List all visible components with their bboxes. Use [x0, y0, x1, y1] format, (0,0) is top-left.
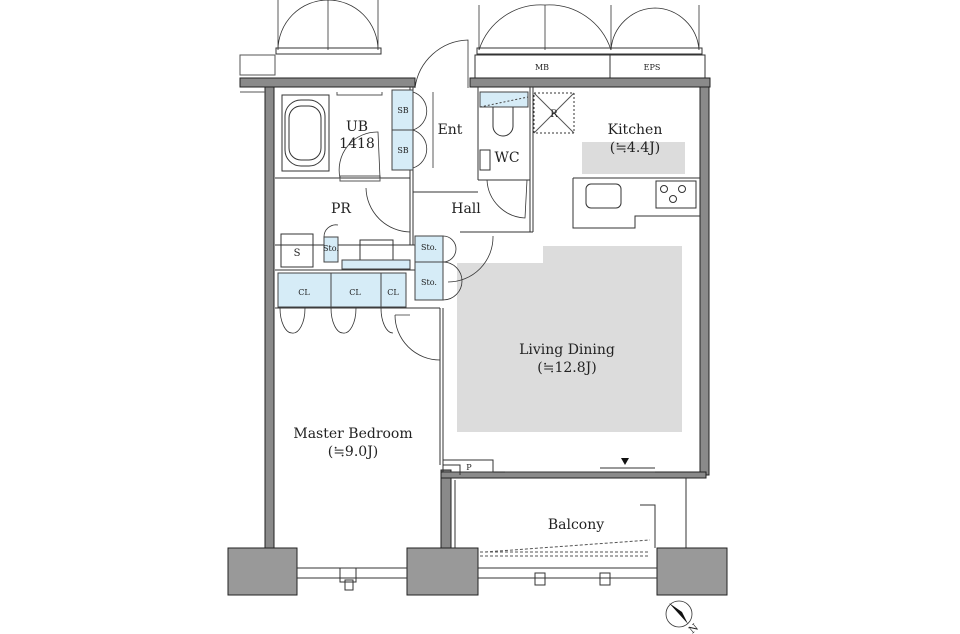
column [656, 547, 728, 596]
top-bay-windows [239, 0, 703, 76]
sb-label: SB [397, 146, 408, 155]
wc: WC [479, 91, 529, 219]
unit-bath: UB 1418 [281, 94, 381, 179]
pipe-space [442, 459, 494, 473]
living-label: Living Dining [519, 342, 615, 358]
north-label: N [687, 622, 701, 634]
column [227, 547, 298, 596]
living-size: (≒12.8J) [537, 360, 596, 376]
mb-label: MB [535, 63, 549, 72]
pr-door [365, 187, 411, 233]
balcony: Balcony [454, 478, 687, 557]
balcony-label: Balcony [548, 517, 604, 533]
burner-icon [660, 185, 668, 193]
cl-label: CL [298, 288, 310, 297]
cl-label: CL [349, 288, 361, 297]
living-dining-floor [457, 246, 682, 432]
ub-label: UB [346, 119, 368, 135]
s-label: S [294, 248, 301, 259]
bedroom-size: (≒9.0J) [328, 444, 379, 460]
sto-label: Sto. [421, 278, 437, 287]
ub-size: 1418 [339, 136, 375, 152]
refrigerator-label: R [550, 109, 558, 120]
kitchen-label: Kitchen [608, 122, 663, 138]
eps-label: EPS [644, 63, 661, 72]
outer-walls [239, 77, 711, 550]
column [406, 547, 479, 596]
sto-label: Sto. [421, 243, 437, 252]
wc-label: WC [494, 150, 519, 166]
burner-icon [678, 185, 686, 193]
sto-label: Sto. [323, 244, 339, 253]
window-sash [505, 467, 655, 473]
p-label: P [466, 463, 472, 472]
entry-marker-icon [621, 458, 629, 465]
kitchen-size: (≒4.4J) [610, 140, 661, 156]
pr-label: PR [331, 201, 351, 217]
meter-box-area: MB EPS [474, 54, 706, 79]
shoe-box: SB SB [391, 39, 469, 171]
north-compass-icon: N [665, 600, 701, 634]
hall-storage: Sto. Sto. [414, 235, 494, 301]
kitchen: R Kitchen (≒4.4J) [533, 92, 700, 229]
powder-room-fixtures: S Sto. [280, 224, 411, 270]
cl-label: CL [387, 288, 399, 297]
hall-label: Hall [451, 201, 481, 217]
sb-label: SB [397, 106, 408, 115]
burner-icon [669, 195, 677, 203]
bedroom-label: Master Bedroom [293, 426, 412, 442]
ent-label: Ent [438, 122, 463, 138]
kitchen-floor [582, 142, 685, 174]
closets: CL CL CL [277, 272, 441, 361]
